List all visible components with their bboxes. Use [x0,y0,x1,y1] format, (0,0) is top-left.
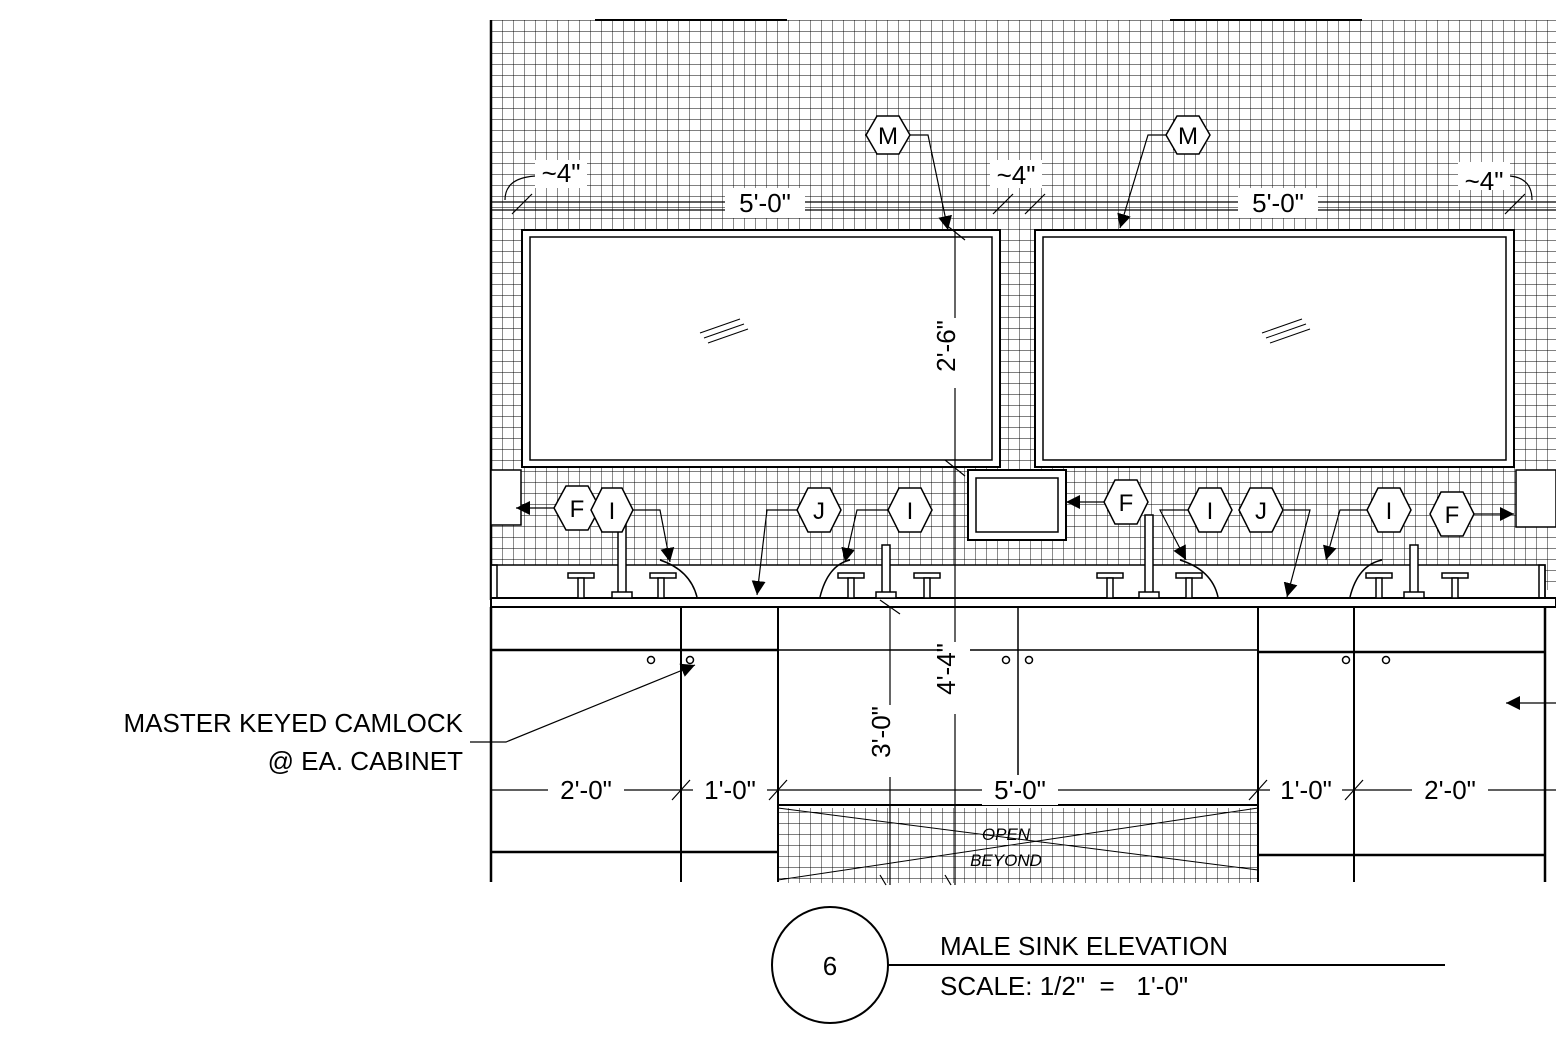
note-camlock-line1: MASTER KEYED CAMLOCK [123,708,463,738]
faucets-sinks [567,514,1469,599]
tag-m-left: M [865,115,911,155]
dim-gap-mid: ~4" [997,160,1036,190]
dim-mirror-height: 2'-6" [931,320,961,372]
dim-cab-5: 2'-0" [1424,775,1476,805]
svg-text:I: I [907,498,914,525]
mirror-right [1034,229,1515,468]
paper-towel-dispenser [967,469,1067,541]
tag-f-1: F [553,485,601,531]
drawing-scale: SCALE: 1/2" = 1'-0" [940,971,1188,1001]
backsplash [490,564,1546,599]
svg-text:M: M [1178,123,1198,150]
tag-f-2: F [1103,479,1149,525]
dispenser-left [490,469,522,526]
svg-text:F: F [570,496,585,523]
mirror-left [521,229,1001,468]
dim-cab-1: 2'-0" [560,775,612,805]
dim-mirror-right-width: 5'-0" [1252,188,1304,218]
tag-i-4: I [1366,487,1412,533]
dispenser-right [1515,469,1556,528]
note-open-line2: BEYOND [970,851,1042,870]
note-camlock-line2: @ EA. CABINET [268,746,464,776]
svg-text:F: F [1445,502,1460,529]
dim-gap-left: ~4" [542,158,581,188]
dim-gap-right: ~4" [1465,166,1504,196]
detail-number: 6 [823,951,837,981]
svg-text:I: I [1207,498,1214,525]
svg-text:J: J [813,498,825,525]
note-open-line1: OPEN [982,825,1031,844]
svg-text:F: F [1119,490,1134,517]
dim-cab-3: 5'-0" [994,775,1046,805]
svg-text:J: J [1255,498,1267,525]
dim-counter-height: 3'-0" [866,706,896,758]
tag-f-3: F [1429,491,1475,537]
vanity-cabinets [489,607,1547,882]
tag-i-3: I [1187,487,1233,533]
tag-m-right: M [1165,115,1211,155]
svg-text:I: I [1386,498,1393,525]
title-block: 6 MALE SINK ELEVATION SCALE: 1/2" = 1'-0… [771,906,1445,1024]
dim-cab-2: 1'-0" [704,775,756,805]
dim-mirror-left-width: 5'-0" [739,188,791,218]
tag-j-2: J [1238,487,1284,533]
svg-text:M: M [878,123,898,150]
dim-mirror-bottom-height: 4'-4" [931,643,961,695]
tag-i-2: I [887,487,933,533]
drawing-title: MALE SINK ELEVATION [940,931,1228,961]
tag-j-1: J [796,487,842,533]
countertop [490,597,1556,608]
svg-text:I: I [609,498,616,525]
tag-i-1: I [590,487,634,533]
dim-cab-4: 1'-0" [1280,775,1332,805]
